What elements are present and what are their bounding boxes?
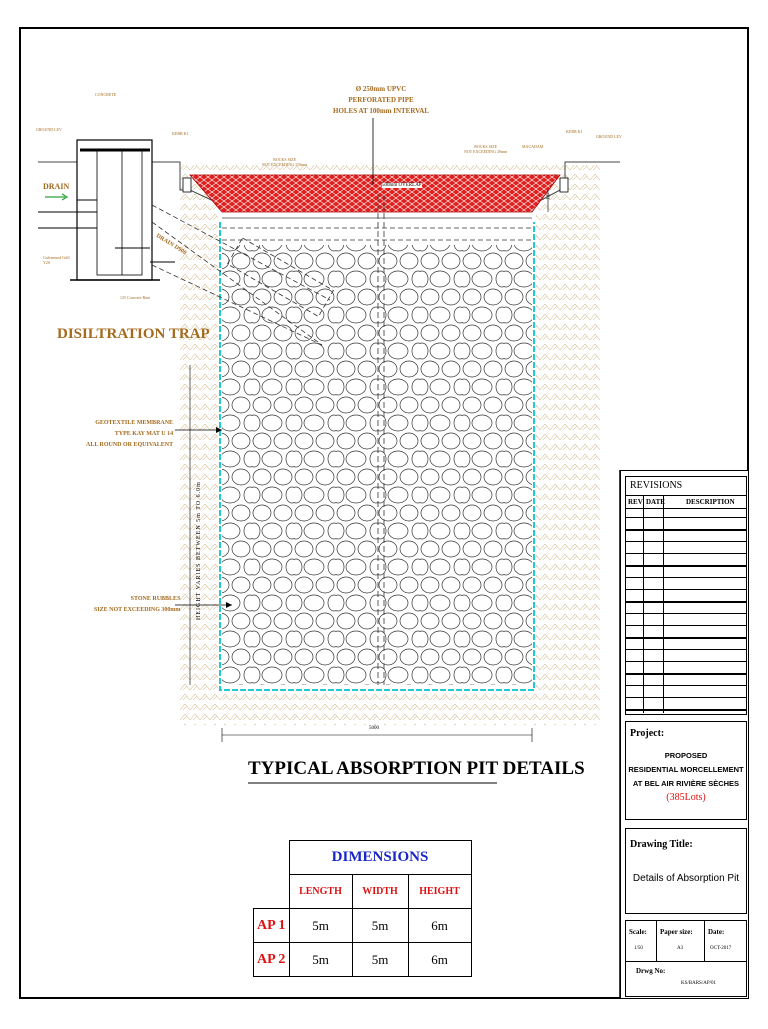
project-line1: PROPOSED [664, 751, 708, 760]
kerb-right [559, 177, 569, 193]
revision-row [626, 649, 746, 650]
drawing-title-box: Drawing Title: Details of Absorption Pit [625, 828, 747, 914]
kerb-left-label: KERB K1 [172, 131, 189, 136]
concrete-label: CONCRETE [95, 92, 117, 97]
revision-row [626, 565, 746, 567]
scale-label: Scale: [629, 928, 647, 936]
table-cell: 6m [407, 942, 472, 977]
revision-row [626, 661, 746, 662]
row-label: AP 2 [253, 942, 290, 977]
rocks-left-line1: ROCKS SIZE [273, 157, 297, 162]
rocks-right-line2: NOT EXCEEDING 20mm [464, 149, 508, 154]
stone-rubbles-line2: SIZE NOT EXCEEDING 300mm [94, 607, 181, 613]
col-width: WIDTH [351, 874, 409, 909]
revision-row [626, 517, 746, 518]
revision-row [626, 553, 746, 554]
revision-row [626, 637, 746, 639]
rev-col: REV [628, 498, 643, 506]
table-row: AP 1 5m 5m 6m [253, 908, 472, 943]
table-cell: 5m [288, 908, 353, 943]
revision-row [626, 529, 746, 531]
rocks-left-line2: NOT EXCEEDING 150mm [262, 162, 308, 167]
geotextile-line2: TYPE KAY MAT U 14 [114, 431, 174, 437]
drawing-title-label: Drawing Title: [630, 839, 693, 850]
pipe-note-line2: PERFORATED PIPE [348, 96, 414, 104]
revisions-box: REVISIONS REV DATE DESCRIPTION [625, 476, 747, 715]
table-cell: 5m [351, 942, 409, 977]
table-cell: 5m [351, 908, 409, 943]
height-note: HEIGHT VARIES BETWEEN 5m TO 6.0m [196, 481, 202, 620]
revision-row [626, 541, 746, 542]
revision-row [626, 613, 746, 614]
ground-lev-left-label: GROUND LEV [36, 127, 62, 132]
kerb-left [182, 177, 192, 193]
drain-label: DRAIN [43, 182, 70, 191]
stone-rubbles-line1: STONE RUBBLES [130, 596, 181, 602]
paper-size-value: A3 [677, 946, 684, 951]
description-col: DESCRIPTION [686, 498, 735, 506]
date-value: OCT-2017 [710, 946, 732, 951]
drawing-title: TYPICAL ABSORPTION PIT DETAILS [248, 758, 585, 779]
revision-row [626, 709, 746, 711]
revision-row [626, 577, 746, 578]
paper-size-label: Paper size: [660, 928, 693, 936]
rocks-right-line1: ROCKS SIZE [474, 144, 498, 149]
trap-title: DISILTRATION TRAP [57, 326, 210, 342]
info-box: Scale: 1/50 Paper size: A3 Date: OCT-201… [625, 920, 747, 997]
project-label: Project: [630, 728, 665, 739]
revision-row [626, 697, 746, 698]
overlap-label: 500mm OVERLAP [382, 183, 422, 188]
revision-row [626, 625, 746, 626]
revision-row [626, 685, 746, 686]
galv-grill-label: Galvanised Grill Y20 [43, 255, 70, 265]
geotextile-line3: ALL ROUND OR EQUIVALENT [86, 442, 174, 448]
stone-rubble-fill [222, 245, 532, 685]
dimensions-table: DIMENSIONS LENGTH WIDTH HEIGHT AP 1 5m 5… [253, 840, 472, 977]
table-cell: 5m [288, 942, 353, 977]
width-dimension: 5000 [369, 726, 379, 731]
project-box: Project: PROPOSED RESIDENTIAL MORCELLEME… [625, 721, 747, 820]
dimensions-header: DIMENSIONS [288, 840, 472, 875]
table-row: AP 2 5m 5m 6m [253, 942, 472, 977]
pipe-note-line3: HOLES AT 100mm INTERVAL [333, 107, 430, 115]
ground-lev-right-label: GROUND LEV [596, 134, 622, 139]
col-height: HEIGHT [407, 874, 472, 909]
drwg-no-label: Drwg No: [636, 967, 666, 975]
pipe-note-line1: Ø 250mm UPVC [355, 85, 407, 93]
project-lots: (385Lots) [666, 792, 706, 803]
revision-row [626, 589, 746, 590]
drawing-title-value: Details of Absorption Pit [632, 873, 740, 884]
row-label: AP 1 [253, 908, 290, 943]
rock-layer [189, 174, 561, 213]
date-col: DATE [646, 498, 665, 506]
revisions-label: REVISIONS [630, 480, 683, 491]
scale-value: 1/50 [634, 946, 643, 951]
concrete-base-label: 125 Concrete Base [120, 295, 151, 300]
project-line2: RESIDENTIAL MORCELLEMENT [628, 765, 744, 774]
kerb-right-label: KERB K1 [566, 129, 583, 134]
col-length: LENGTH [288, 874, 353, 909]
geotextile-membrane [219, 222, 535, 691]
revision-row [626, 673, 746, 675]
date-label: Date: [708, 928, 725, 936]
geotextile-line1: GEOTEXTILE MEMBRANE [95, 420, 174, 426]
drwg-no-value: KS/BARS/AP/01 [681, 981, 717, 986]
revision-row [626, 601, 746, 603]
project-line3: AT BEL AIR RIVIÈRE SÈCHES [632, 779, 740, 788]
disiltration-trap [38, 139, 175, 281]
macadam-label: MACADAM [522, 144, 544, 149]
side-dimension: 1.0 [546, 193, 552, 200]
table-cell: 6m [407, 908, 472, 943]
